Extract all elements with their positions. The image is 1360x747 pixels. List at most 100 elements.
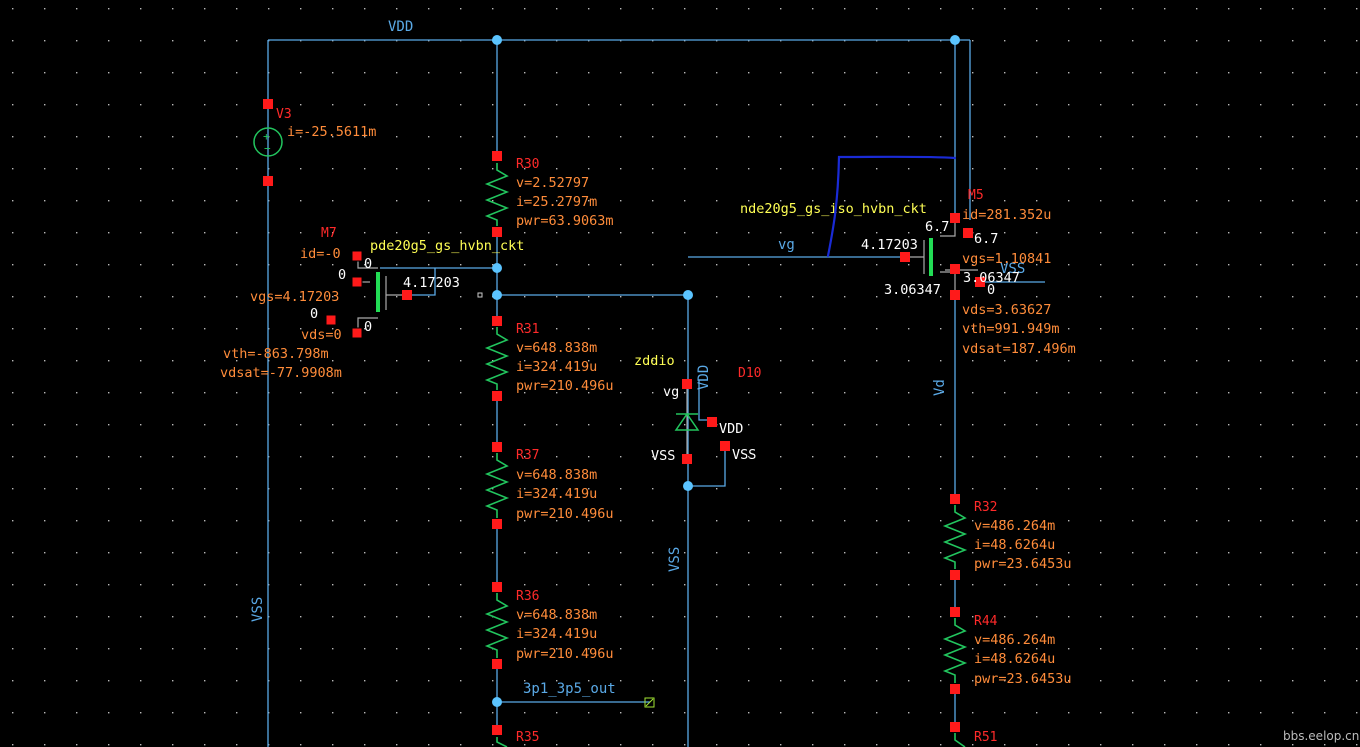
m5-pin-sub[interactable] [975,277,985,287]
r30-pwr: pwr=63.9063m [516,213,614,229]
net-label-vss-left: VSS [250,597,266,622]
v3-name: V3 [276,107,292,122]
m5-vgs: vgs=1.10841 [962,251,1051,267]
m7-pin-gate[interactable] [402,290,412,300]
r36-name: R36 [516,589,539,604]
r37-pin-top[interactable] [492,442,502,452]
m5-channel-icon [929,238,933,276]
r44-i: i=48.6264u [974,651,1055,667]
r36-i: i=324.419u [516,626,597,642]
junction-dot[interactable] [683,481,693,491]
r32-v: v=486.264m [974,518,1055,534]
r31-name: R31 [516,322,539,337]
m5-id: id=281.352u [962,207,1051,223]
junction-dot[interactable] [683,290,693,300]
small-node-marker [477,292,483,298]
m7-vdsat: vdsat=-77.9908m [220,365,342,381]
output-pin[interactable] [644,697,655,708]
r30-pin-top[interactable] [492,151,502,161]
r44-pin-top[interactable] [950,607,960,617]
resistor-r44[interactable]: R44 v=486.264m i=48.6264u pwr=23.6453u [942,607,1072,694]
resistor-r31[interactable]: R31 v=648.838m i=324.419u pwr=210.496u [484,316,614,401]
resistor-r37[interactable]: R37 v=648.838m i=324.419u pwr=210.496u [484,442,614,529]
m7-id: id=-0 [300,246,341,262]
d10-pin-cathode[interactable] [682,454,692,464]
r36-pin-top[interactable] [492,582,502,592]
resistor-r36[interactable]: R36 v=648.838m i=324.419u pwr=210.496u [484,582,614,669]
wire-diode-vss[interactable] [688,446,726,487]
m5-gate-voltage: 4.17203 [861,237,918,253]
v3-pin-top[interactable] [263,99,273,109]
r51-pin-top[interactable] [950,722,960,732]
wire-m7-gate[interactable] [407,268,436,296]
r31-v: v=648.838m [516,340,597,356]
v3-voltage-source[interactable]: + − V3 i=-25.5611m [253,99,376,186]
m7-pin-sub[interactable] [325,314,337,326]
net-label-vss-right: VSS [1000,261,1025,277]
resistor-r51[interactable]: R51 [950,722,997,747]
net-label-vdd: VDD [388,19,413,35]
m5-vdsat: vdsat=187.496m [962,341,1076,357]
d10-pin-anode[interactable] [682,379,692,389]
d10-cell: zddio [634,353,675,369]
output-pin-mark [645,698,654,707]
r44-pin-bottom[interactable] [950,684,960,694]
d10-pin-vdd[interactable] [707,417,717,427]
r44-pwr: pwr=23.6453u [974,671,1072,687]
r36-pin-bottom[interactable] [492,659,502,669]
transistor-m5[interactable]: nde20g5_gs_iso_hvbn_ckt M5 id=281.352u 6… [740,188,1076,357]
hand-drawn-annotation [826,155,957,258]
r31-zigzag-icon [484,327,510,390]
m5-pin-drain[interactable] [950,213,960,223]
v3-pin-bottom[interactable] [263,176,273,186]
r32-pwr: pwr=23.6453u [974,556,1072,572]
r44-zigzag-icon [942,618,968,683]
resistor-r35[interactable]: R35 [492,725,539,747]
d10-pin-vss[interactable] [720,441,730,451]
r32-zigzag-icon [942,505,968,569]
m7-pin-source[interactable] [351,327,363,339]
junction-dot[interactable] [950,35,960,45]
d10-pin-label-vss2: VSS [732,447,756,463]
m7-source-lead [357,317,378,332]
m7-pin-bulk[interactable] [351,276,363,288]
m5-pin-gate[interactable] [900,252,910,262]
resistor-r30[interactable]: R30 v=2.52797 i=25.2797m pwr=63.9063m [484,151,614,237]
m7-pin-drain[interactable] [351,250,363,262]
r30-name: R30 [516,157,539,172]
d10-pin-label-vss: VSS [651,448,675,464]
m7-channel-icon [376,272,380,312]
diode-d10[interactable]: zddio D10 vg VDD VSS VSS [634,353,761,464]
r37-i: i=324.419u [516,486,597,502]
d10-diode-icon [674,412,700,431]
r35-pin-top[interactable] [492,725,502,735]
r30-pin-bottom[interactable] [492,227,502,237]
r32-name: R32 [974,500,997,515]
m5-node-top: 6.7 [925,219,949,235]
resistor-r32[interactable]: R32 v=486.264m i=48.6264u pwr=23.6453u [942,494,1072,580]
transistor-m7[interactable]: M7 pde20g5_gs_hvbn_ckt id=-0 0 0 vgs=4.1… [220,226,524,381]
m5-pin-source[interactable] [950,290,960,300]
m7-node-bulk: 0 [338,267,346,283]
r31-pin-bottom[interactable] [492,391,502,401]
m5-pin-bulk[interactable] [950,264,960,274]
junction-dot[interactable] [492,263,502,273]
v3-source-icon [253,127,283,157]
m7-gate-voltage: 4.17203 [403,275,460,291]
wires [267,39,1045,747]
r37-name: R37 [516,448,539,463]
m7-name: M7 [321,226,337,241]
r31-pin-top[interactable] [492,316,502,326]
r32-pin-bottom[interactable] [950,570,960,580]
r32-pin-top[interactable] [950,494,960,504]
junction-dot[interactable] [492,290,502,300]
junction-dot[interactable] [492,697,502,707]
r44-v: v=486.264m [974,632,1055,648]
m5-node-source-b: 3.06347 [884,282,941,298]
r30-zigzag-icon [484,163,510,226]
m5-vds: vds=3.63627 [962,302,1051,318]
m5-pin-right[interactable] [963,228,973,238]
r37-pin-bottom[interactable] [492,519,502,529]
junction-dot[interactable] [492,35,502,45]
